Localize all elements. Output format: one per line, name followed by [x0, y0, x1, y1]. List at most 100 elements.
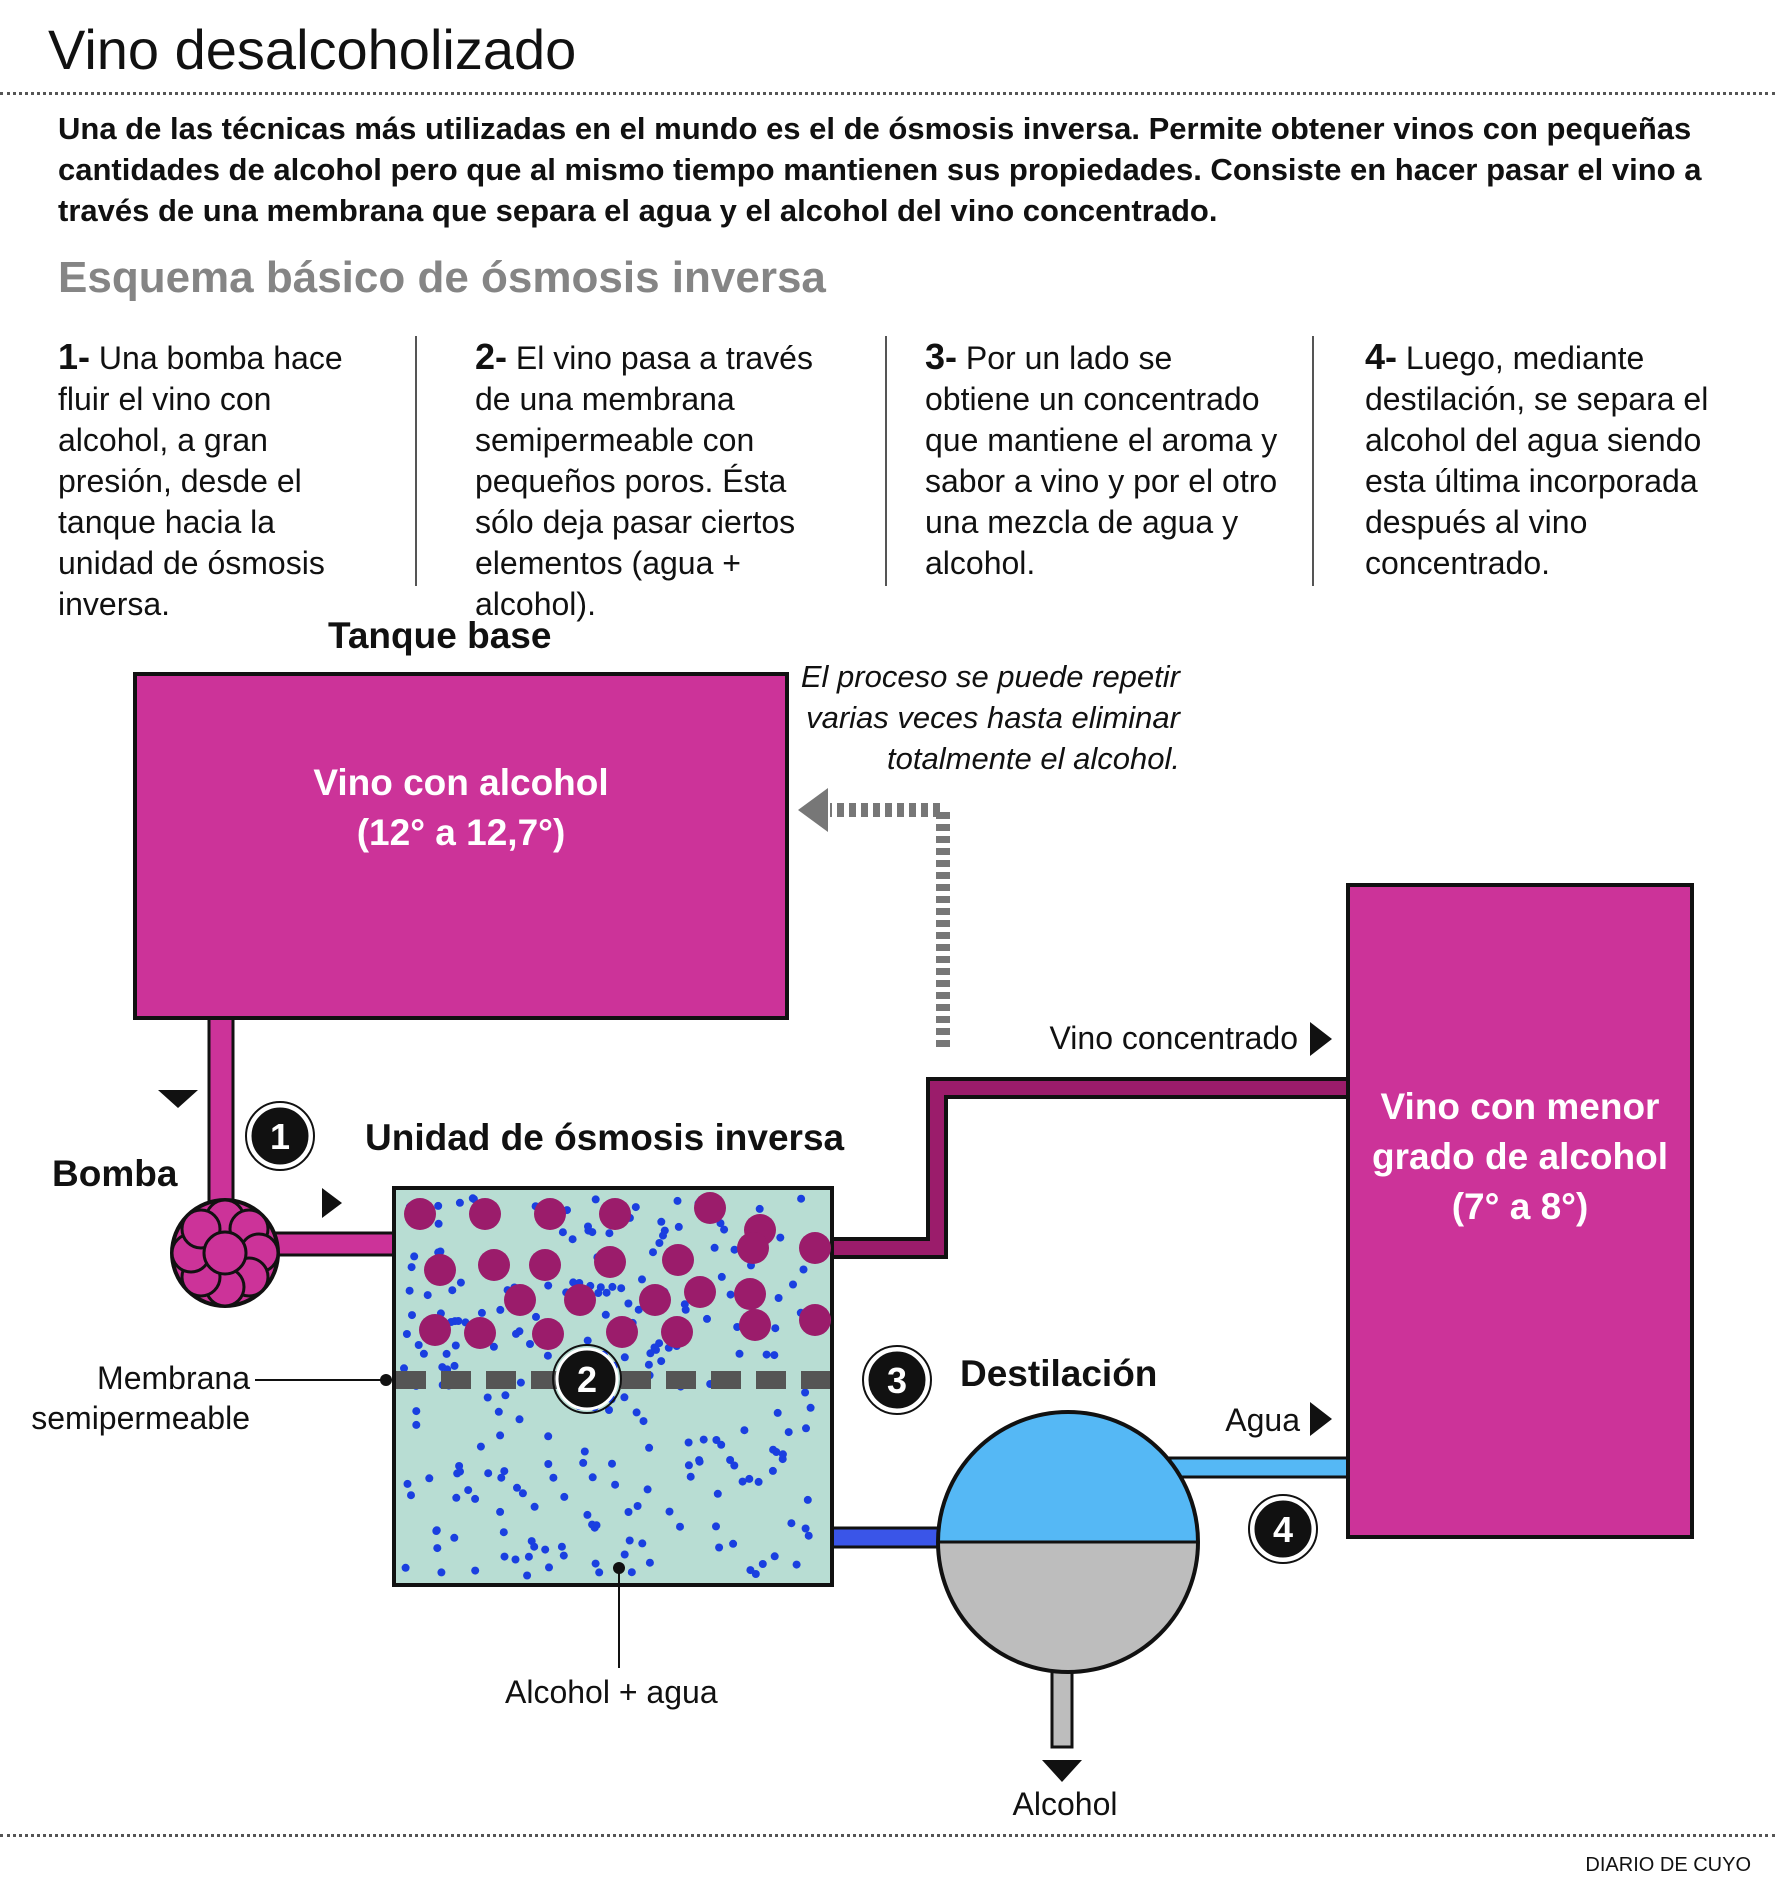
- water-particle: [803, 1495, 812, 1504]
- water-particle: [557, 1542, 566, 1551]
- concentrate-particle: [478, 1249, 510, 1281]
- water-particle: [583, 1510, 592, 1519]
- step-2-text: El vino pasa a través de una membrana se…: [475, 340, 813, 622]
- step-2-number: 2-: [475, 336, 508, 377]
- step-4-number: 4-: [1365, 336, 1398, 377]
- badge-1: 1: [245, 1101, 315, 1171]
- diagram-subtitle: Esquema básico de ósmosis inversa: [58, 253, 826, 302]
- water-particle: [511, 1555, 520, 1564]
- water-particle: [560, 1492, 569, 1501]
- water-particle: [592, 1521, 601, 1530]
- concentrate-particle: [737, 1232, 769, 1264]
- step-1: 1- Una bomba hace fluir el vino con alco…: [58, 336, 378, 625]
- water-particle: [778, 1455, 787, 1464]
- water-particle: [638, 1539, 647, 1548]
- water-particle: [746, 1566, 755, 1575]
- tank-base-content-line-1: Vino con alcohol: [313, 762, 609, 803]
- permeate-pipe: [830, 1526, 942, 1549]
- concentrate-particle: [424, 1254, 456, 1286]
- water-particle: [799, 1265, 808, 1274]
- distillation-water: [938, 1412, 1198, 1542]
- water-particle: [433, 1544, 442, 1553]
- water-particle: [419, 1349, 428, 1358]
- tank-outlet-pipe: [207, 1016, 235, 1205]
- water-particle: [605, 1229, 614, 1238]
- water-particle: [513, 1483, 521, 1492]
- water-particle: [740, 1426, 749, 1435]
- water-particle: [801, 1388, 810, 1397]
- concentrate-particle: [734, 1278, 766, 1310]
- water-particle: [784, 1428, 793, 1437]
- water-particle: [544, 1432, 553, 1441]
- concentrate-pipe: [833, 1081, 1350, 1255]
- concentrated-wine-label: Vino concentrado: [1049, 1020, 1298, 1056]
- water-particle: [483, 1393, 492, 1402]
- water-particle: [549, 1473, 558, 1482]
- badge-2: 2: [552, 1344, 622, 1414]
- badge-2-label: 2: [577, 1359, 597, 1400]
- repeat-arrow: [830, 803, 950, 1047]
- repeat-arrow-head-icon: [798, 788, 828, 832]
- water-particle: [676, 1522, 684, 1531]
- water-particle: [638, 1275, 646, 1284]
- water-particle: [454, 1317, 463, 1325]
- water-particle: [655, 1339, 664, 1348]
- water-particle: [754, 1477, 763, 1486]
- final-tank-content: Vino con menor grado de alcohol (7° a 8°…: [1348, 1082, 1692, 1232]
- water-particle: [602, 1288, 611, 1297]
- water-particle: [450, 1533, 459, 1542]
- water-particle: [762, 1350, 771, 1359]
- concentrate-pipe-outline: [833, 1077, 1350, 1259]
- water-particle: [423, 1291, 432, 1300]
- water-particle: [477, 1308, 486, 1317]
- water-particle: [726, 1290, 735, 1299]
- water-particle: [523, 1571, 532, 1580]
- water-particle: [804, 1531, 813, 1540]
- concentrate-particle: [419, 1314, 451, 1346]
- water-particle: [633, 1502, 642, 1510]
- water-particle: [787, 1519, 796, 1528]
- water-particle: [735, 1349, 744, 1358]
- water-particle: [476, 1442, 485, 1451]
- water-particle: [729, 1539, 738, 1548]
- water-particle: [434, 1201, 443, 1210]
- water-particle: [494, 1407, 503, 1416]
- tank-base: [133, 672, 789, 1020]
- water-particle: [501, 1391, 510, 1400]
- concentrate-particle: [639, 1284, 671, 1316]
- concentrate-particle: [662, 1244, 694, 1276]
- water-particle: [627, 1568, 636, 1577]
- water-particle: [580, 1447, 589, 1456]
- water-particle: [414, 1341, 423, 1349]
- water-particle: [710, 1243, 719, 1252]
- water-particle: [489, 1342, 498, 1351]
- water-particle: [645, 1443, 654, 1452]
- water-particle: [789, 1280, 797, 1289]
- water-pipe: [1168, 1456, 1354, 1479]
- water-particle: [802, 1424, 810, 1433]
- water-particle: [559, 1551, 568, 1560]
- water-particle: [584, 1226, 593, 1235]
- final-tank-content-line-3: (7° a 8°): [1451, 1186, 1589, 1227]
- water-particle: [634, 1305, 643, 1314]
- water-particle: [738, 1477, 747, 1486]
- water-particle: [673, 1196, 682, 1205]
- concentrate-particle: [404, 1198, 436, 1230]
- tank-base-label: Tanque base: [328, 615, 552, 656]
- water-particle: [686, 1472, 695, 1481]
- water-particle: [715, 1543, 724, 1552]
- concentrate-particle: [529, 1249, 561, 1281]
- water-particle: [657, 1217, 666, 1226]
- water-particle: [496, 1507, 505, 1516]
- pump-outlet-pipe: [273, 1231, 397, 1257]
- concentrate-particle: [684, 1276, 716, 1308]
- water-particle: [681, 1305, 690, 1314]
- badge-3: 3: [862, 1345, 932, 1415]
- repeat-note: El proceso se puede repetir varias veces…: [800, 659, 1180, 776]
- concentrate-particle: [594, 1246, 626, 1278]
- water-particle: [403, 1479, 412, 1488]
- water-particle: [500, 1467, 509, 1476]
- water-particle: [801, 1524, 810, 1533]
- intro-paragraph: Una de las técnicas más utilizadas en el…: [58, 111, 1702, 228]
- water-particle: [408, 1311, 416, 1320]
